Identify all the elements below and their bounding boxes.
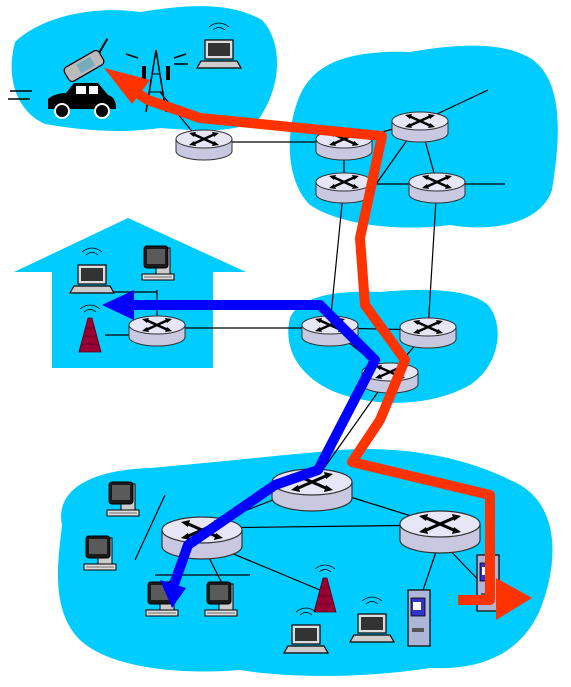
- router-isp-2: [390, 110, 450, 144]
- blue-path: [102, 290, 380, 608]
- server-1: [407, 589, 431, 647]
- router-institution-right: [398, 509, 482, 555]
- blue-path-arrowhead-desktop: [160, 580, 186, 608]
- router-regional-2: [398, 316, 458, 350]
- red-path: [104, 68, 532, 620]
- desktop-inst-4: [204, 581, 238, 617]
- desktop-home: [141, 245, 175, 281]
- blue-path-arrowhead-laptop: [102, 290, 134, 320]
- cell-phone-icon: [63, 38, 109, 83]
- red-path-arrowhead-phone: [104, 68, 150, 104]
- desktop-inst-2: [83, 535, 117, 571]
- router-home: [127, 314, 187, 348]
- desktop-inst-1: [106, 481, 140, 517]
- car-icon: [8, 83, 116, 119]
- red-path-arrowhead-server: [496, 578, 532, 620]
- router-mobile: [174, 128, 234, 162]
- router-isp-4: [407, 171, 467, 205]
